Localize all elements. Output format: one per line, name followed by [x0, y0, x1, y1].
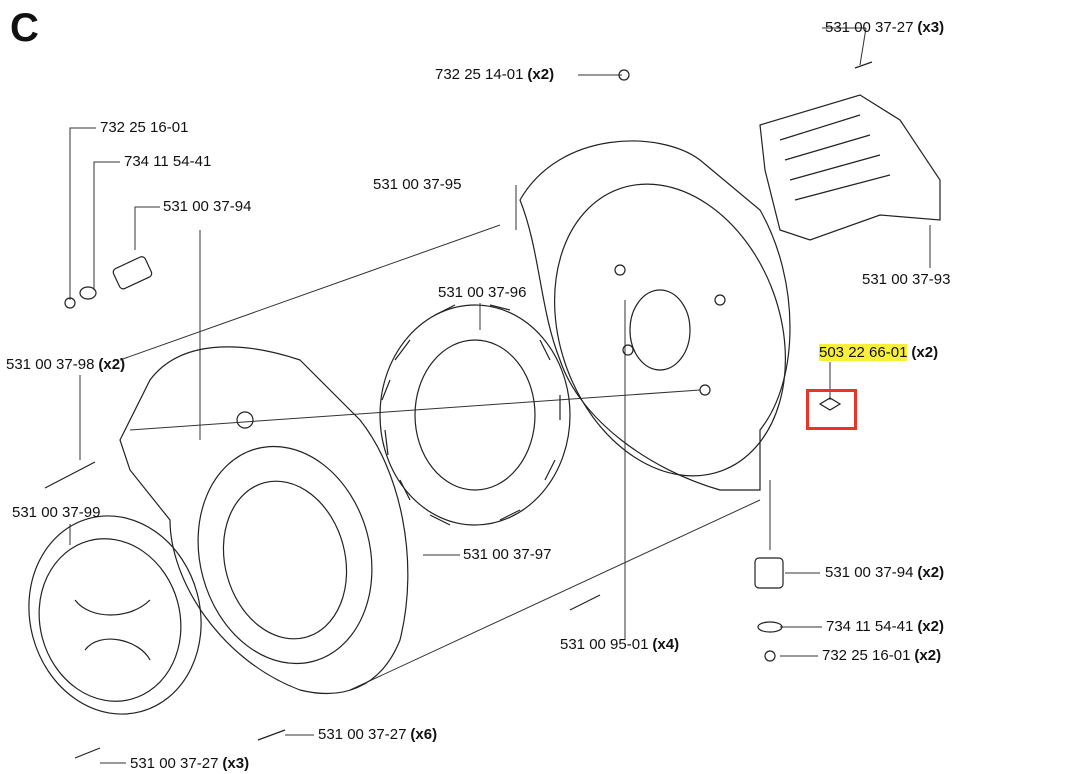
part-number: 531 00 37-27 [825, 19, 914, 36]
rear-housing [519, 140, 791, 491]
part-number: 531 00 37-98 [6, 356, 95, 373]
part-label-503-22-66-01-highlighted[interactable]: 503 22 66-01(x2) [819, 344, 938, 362]
part-number: 531 00 37-96 [438, 284, 527, 301]
part-number: 531 00 37-95 [373, 176, 462, 193]
part-number: 531 00 37-27 [318, 726, 407, 743]
part-label-531-00-37-93[interactable]: 531 00 37-93 [862, 271, 950, 289]
part-label-531-00-37-27-x6[interactable]: 531 00 37-27(x6) [318, 726, 437, 744]
selected-part-box [806, 389, 857, 430]
part-number: 531 00 37-94 [163, 198, 252, 215]
part-quantity: (x2) [914, 647, 942, 664]
part-label-531-00-37-94[interactable]: 531 00 37-94 [163, 198, 251, 216]
part-label-734-11-54-41[interactable]: 734 11 54-41 [124, 153, 211, 171]
part-number: 734 11 54-41 [124, 153, 212, 170]
part-number: 732 25 16-01 [822, 647, 911, 664]
part-quantity: (x6) [410, 726, 438, 743]
part-number: 734 11 54-41 [826, 618, 914, 635]
part-label-732-25-16-01-x2[interactable]: 732 25 16-01(x2) [822, 647, 941, 665]
part-label-531-00-37-97[interactable]: 531 00 37-97 [463, 546, 551, 564]
part-label-531-00-37-27-x3[interactable]: 531 00 37-27(x3) [130, 755, 249, 773]
part-number: 531 00 37-97 [463, 546, 552, 563]
part-number: 732 25 14-01 [435, 66, 524, 83]
part-number: 732 25 16-01 [100, 119, 189, 136]
starter-cover [28, 515, 202, 715]
part-quantity: (x2) [911, 344, 939, 361]
cylinder-cover [759, 94, 941, 241]
part-quantity: (x2) [917, 564, 945, 581]
part-number: 531 00 37-99 [12, 504, 101, 521]
part-label-531-00-37-98[interactable]: 531 00 37-98(x2) [6, 356, 125, 374]
part-label-531-00-95-01[interactable]: 531 00 95-01(x4) [560, 636, 679, 654]
part-number: 531 00 37-93 [862, 271, 951, 288]
part-quantity: (x4) [652, 636, 680, 653]
part-label-531-00-37-94-x2[interactable]: 531 00 37-94(x2) [825, 564, 944, 582]
part-label-531-00-37-95[interactable]: 531 00 37-95 [373, 176, 461, 194]
part-label-531-00-37-99[interactable]: 531 00 37-99 [12, 504, 100, 522]
part-quantity: (x2) [917, 618, 944, 635]
part-number-highlighted: 503 22 66-01 [819, 344, 908, 361]
part-number: 531 00 37-27 [130, 755, 219, 772]
part-number: 531 00 95-01 [560, 636, 649, 653]
hardware-parts [44, 61, 873, 759]
part-label-732-25-16-01[interactable]: 732 25 16-01 [100, 119, 188, 137]
part-label-531-00-37-27[interactable]: 531 00 37-27(x3) [825, 19, 944, 37]
part-quantity: (x3) [917, 19, 945, 36]
part-quantity: (x2) [527, 66, 555, 83]
part-number: 531 00 37-94 [825, 564, 914, 581]
part-label-732-25-14-01[interactable]: 732 25 14-01(x2) [435, 66, 554, 84]
fan-wheel [379, 304, 571, 526]
section-letter: C [10, 6, 39, 50]
part-label-531-00-37-96[interactable]: 531 00 37-96 [438, 284, 526, 302]
part-quantity: (x3) [222, 755, 250, 772]
part-quantity: (x2) [98, 356, 126, 373]
leader-lines [69, 27, 931, 764]
fan-housing [119, 346, 409, 695]
part-label-734-11-54-41-x2[interactable]: 734 11 54-41(x2) [826, 618, 944, 636]
